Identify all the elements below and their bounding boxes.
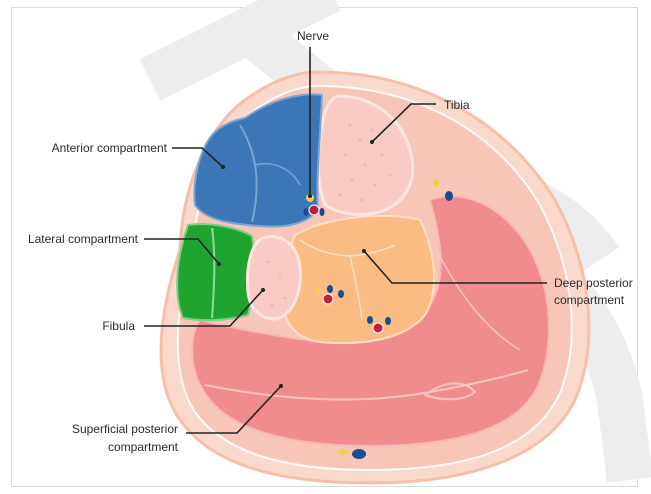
label-deep-posterior-line1: Deep posterior <box>554 276 633 290</box>
label-tibia: Tibia <box>444 98 470 112</box>
label-lateral-compartment: Lateral compartment <box>28 232 139 246</box>
fibula-bone <box>248 237 301 319</box>
deep-posterior-compartment <box>285 216 434 343</box>
label-superficial-posterior-line1: Superficial posterior <box>72 422 178 436</box>
label-nerve: Nerve <box>297 29 329 43</box>
label-deep-posterior-line2: compartment <box>554 293 625 307</box>
label-anterior-compartment: Anterior compartment <box>52 141 168 155</box>
label-fibula: Fibula <box>102 319 135 333</box>
label-superficial-posterior-line2: compartment <box>108 440 179 454</box>
anterior-compartment <box>194 94 322 226</box>
